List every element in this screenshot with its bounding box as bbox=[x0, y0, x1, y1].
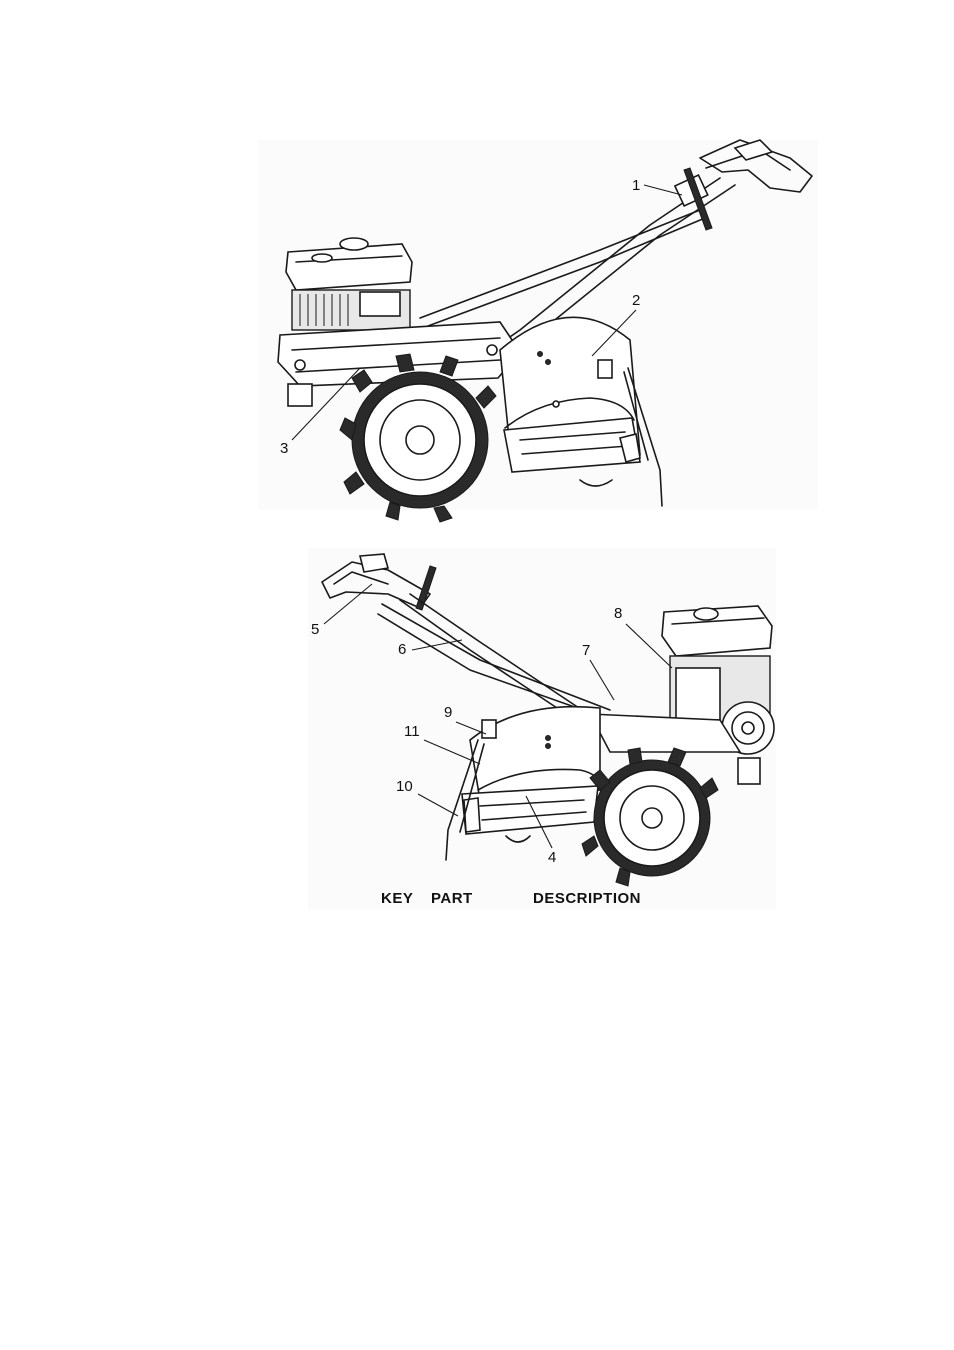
callout-11: 11 bbox=[404, 723, 420, 740]
header-description: DESCRIPTION bbox=[533, 890, 641, 907]
callout-7: 7 bbox=[582, 642, 590, 659]
callout-6: 6 bbox=[398, 641, 406, 658]
tiller-left-side-view: 1 2 3 bbox=[258, 140, 818, 522]
tiller-right-side-view: 5 6 8 7 9 11 10 4 bbox=[308, 548, 776, 910]
header-part: PART bbox=[431, 890, 473, 907]
callout-4: 4 bbox=[548, 849, 556, 866]
callout-2: 2 bbox=[632, 292, 640, 309]
callout-5: 5 bbox=[311, 621, 319, 638]
callout-9: 9 bbox=[444, 704, 452, 721]
callout-1: 1 bbox=[632, 177, 640, 194]
callout-8: 8 bbox=[614, 605, 622, 622]
header-key: KEY bbox=[381, 890, 413, 907]
callout-3: 3 bbox=[280, 440, 288, 457]
callout-10: 10 bbox=[396, 778, 413, 795]
